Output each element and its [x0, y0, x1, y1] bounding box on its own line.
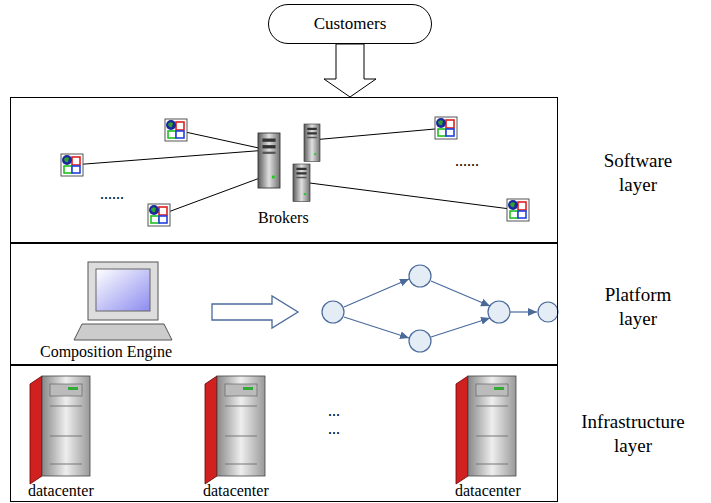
layer-label: Infrastructure layer — [560, 410, 706, 458]
caption-label: ... — [328, 402, 340, 420]
caption-label: ...... — [100, 185, 124, 203]
caption-label: datacenter — [28, 482, 94, 500]
layer-band: Infrastructure layer — [10, 365, 558, 502]
caption-label: ... — [328, 420, 340, 438]
caption-label: datacenter — [455, 482, 521, 500]
node-label: Customers — [314, 14, 387, 34]
caption-label: Composition Engine — [40, 343, 172, 361]
caption-label: ...... — [455, 152, 479, 170]
caption-label: Brokers — [258, 209, 309, 227]
block-arrow — [324, 44, 376, 97]
layer-label: Platform layer — [588, 283, 688, 331]
layer-label: Software layer — [588, 149, 688, 197]
band-frame — [10, 365, 558, 502]
rounded-box: Customers — [268, 4, 432, 44]
caption-label: datacenter — [203, 482, 269, 500]
